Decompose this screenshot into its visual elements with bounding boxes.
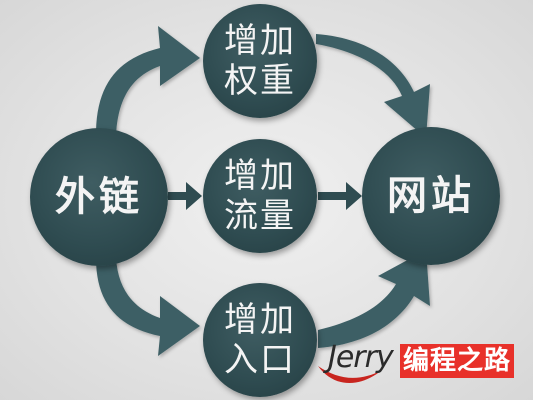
node-increase-weight: 增加权重 bbox=[203, 4, 317, 118]
arrow-weight-to-site bbox=[316, 34, 430, 138]
node-increase-traffic: 增加流量 bbox=[203, 139, 317, 253]
watermark-swoosh-icon bbox=[318, 366, 382, 384]
arrow-entry-to-site bbox=[318, 250, 430, 348]
watermark: Jerry 编程之路 bbox=[316, 338, 526, 390]
arrow-link-to-entry bbox=[96, 258, 200, 356]
node-increase-entry: 增加入口 bbox=[203, 283, 317, 397]
arrow-link-to-traffic bbox=[168, 182, 202, 210]
node-increase-traffic-label: 增加流量 bbox=[223, 156, 296, 236]
watermark-cjk-text: 编程之路 bbox=[400, 344, 515, 378]
arrow-traffic-to-site bbox=[318, 182, 362, 210]
watermark-latin-text: Jerry bbox=[328, 340, 394, 375]
node-external-links-label: 外链 bbox=[55, 174, 143, 220]
arrow-link-to-weight bbox=[96, 26, 200, 135]
node-external-links: 外链 bbox=[30, 128, 168, 266]
node-website: 网站 bbox=[362, 127, 500, 265]
node-website-label: 网站 bbox=[387, 173, 475, 219]
node-increase-entry-label: 增加入口 bbox=[223, 300, 296, 380]
node-increase-weight-label: 增加权重 bbox=[223, 21, 296, 101]
